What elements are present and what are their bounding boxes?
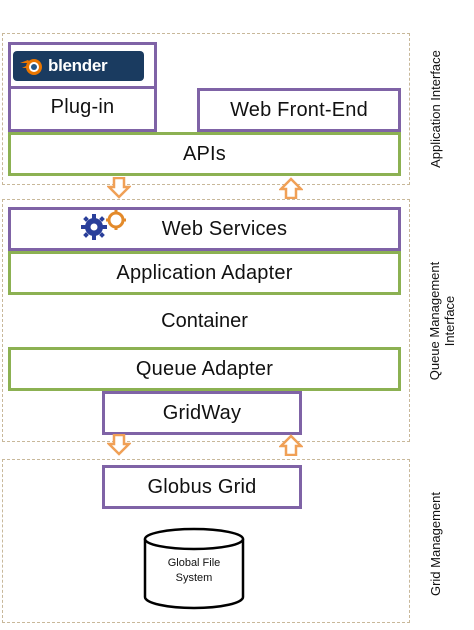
grid-management-region xyxy=(2,459,410,623)
plugin-label: Plug-in xyxy=(50,96,115,118)
queue-management-label-line2: Interface xyxy=(442,295,457,347)
web-frontend-label: Web Front-End xyxy=(230,98,368,121)
globus-grid-box: Globus Grid xyxy=(102,465,302,509)
application-adapter-label: Application Adapter xyxy=(116,261,293,284)
down-arrow-icon xyxy=(107,434,131,456)
grid-management-label: Grid Management xyxy=(428,491,443,597)
queue-adapter-box: Queue Adapter xyxy=(8,347,401,391)
queue-management-label-line1: Queue Management xyxy=(427,261,442,381)
apis-label: APIs xyxy=(182,142,227,165)
up-arrow-icon xyxy=(279,177,303,199)
global-file-system-label: Global File System xyxy=(142,548,246,594)
queue-adapter-label: Queue Adapter xyxy=(135,357,274,380)
gridway-label: GridWay xyxy=(162,401,242,424)
up-arrow-icon xyxy=(279,434,303,456)
web-services-box: Web Services xyxy=(8,207,401,251)
application-adapter-box: Application Adapter xyxy=(8,251,401,295)
global-file-system-line2: System xyxy=(175,572,213,584)
application-interface-region xyxy=(2,33,410,185)
down-arrow-icon xyxy=(107,177,131,199)
global-file-system-line1: Global File xyxy=(167,557,221,569)
container-label: Container xyxy=(161,309,248,332)
blender-logo: blender xyxy=(13,51,144,81)
apis-box: APIs xyxy=(8,132,401,176)
web-services-label: Web Services xyxy=(161,217,288,240)
queue-management-label: Queue Management Interface xyxy=(427,256,459,386)
blender-logo-text: blender xyxy=(48,56,108,75)
gears-icon xyxy=(81,210,126,240)
gridway-box: GridWay xyxy=(102,391,302,435)
web-frontend-box: Web Front-End xyxy=(197,88,401,132)
blender-icon xyxy=(20,59,42,75)
globus-grid-label: Globus Grid xyxy=(147,475,257,498)
application-interface-label: Application Interface xyxy=(428,50,443,168)
queue-management-region xyxy=(2,199,410,442)
plugin-divider xyxy=(8,86,157,89)
database-cylinder-icon xyxy=(143,527,245,610)
